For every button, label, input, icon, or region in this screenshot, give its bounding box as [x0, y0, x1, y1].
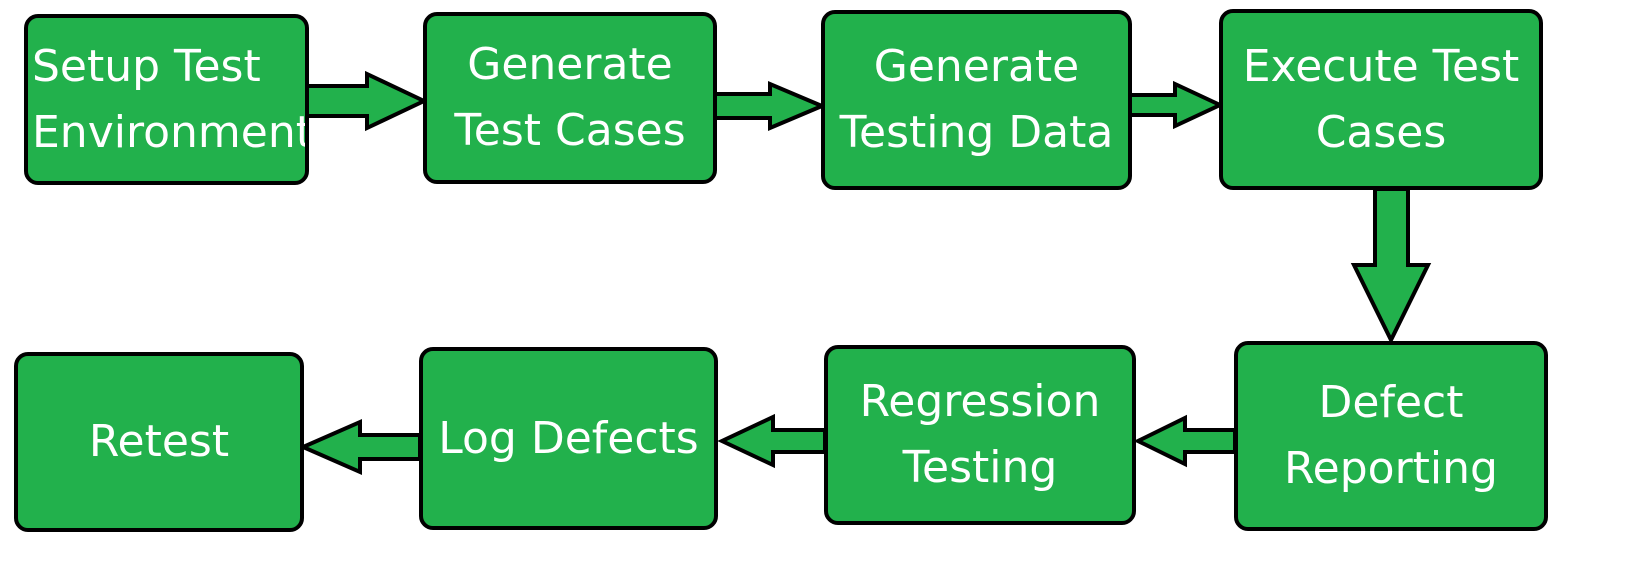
- step-label-line: Regression: [859, 376, 1101, 427]
- step-label-line: Reporting: [1284, 443, 1498, 494]
- arrow-log-defects-to-retest: [298, 418, 422, 476]
- step-label-line: Environment: [32, 106, 309, 158]
- arrow-defect-reporting-to-regression: [1133, 414, 1237, 468]
- step-generate-test-cases: Generate Test Cases: [423, 12, 717, 184]
- step-defect-reporting: Defect Reporting: [1234, 341, 1548, 531]
- arrow-regression-to-log-defects: [717, 413, 827, 469]
- step-label-line: Testing Data: [839, 107, 1114, 158]
- step-generate-testing-data: Generate Testing Data: [821, 10, 1132, 190]
- step-execute-test-cases: Execute Test Cases: [1219, 9, 1543, 190]
- step-label-line: Cases: [1315, 106, 1447, 158]
- step-label-line: Generate: [467, 39, 673, 90]
- arrow-generate-data-to-execute: [1128, 80, 1225, 130]
- step-regression-testing: Regression Testing: [824, 345, 1136, 525]
- step-retest: Retest: [14, 352, 304, 532]
- arrow-setup-to-generate-cases: [305, 70, 429, 132]
- step-label-line: Testing: [902, 442, 1058, 493]
- arrow-generate-cases-to-generate-data: [713, 80, 828, 132]
- step-label-line: Log Defects: [438, 412, 699, 464]
- arrow-execute-to-defect-reporting: [1350, 187, 1432, 345]
- step-label-line: Defect: [1318, 377, 1464, 428]
- step-log-defects: Log Defects: [419, 347, 718, 530]
- step-label-line: Execute Test: [1242, 40, 1520, 92]
- step-label-line: Retest: [88, 416, 230, 467]
- step-label-line: Test Cases: [454, 105, 686, 156]
- step-setup-test-environment: Setup Test Environment: [24, 14, 309, 185]
- step-label-line: Generate: [873, 41, 1080, 92]
- step-label-line: Setup Test: [32, 40, 261, 92]
